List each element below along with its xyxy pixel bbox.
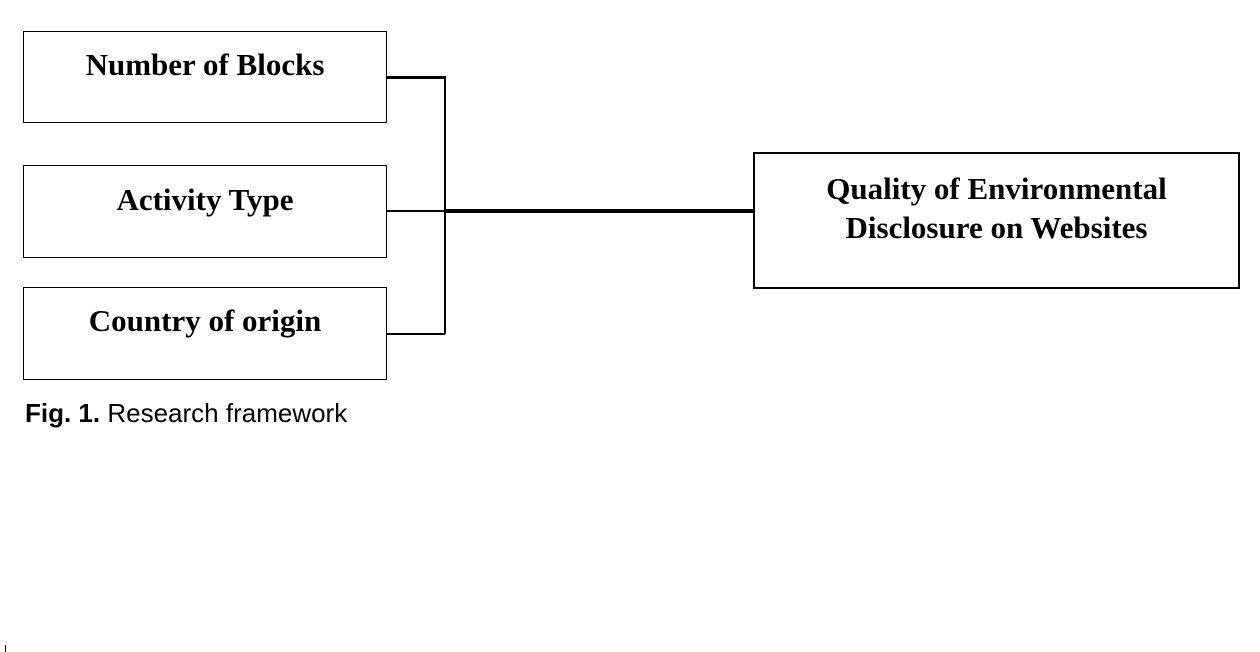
connector-line-country [387,333,445,335]
page-edge-mark [5,645,6,652]
outcome-label-line1: Quality of Environmental [826,171,1167,206]
input-box-activity-type: Activity Type [23,165,387,258]
connector-bracket [444,76,446,334]
connector-line-blocks [387,76,445,79]
input-box-number-of-blocks: Number of Blocks [23,31,387,123]
figure-caption: Fig. 1. Research framework [25,398,347,429]
outcome-label-line2: Disclosure on Websites [845,209,1148,245]
input-label: Number of Blocks [85,47,325,82]
figure-caption-label: Fig. 1. [25,398,101,428]
connector-line-activity [387,210,445,212]
input-label: Activity Type [116,182,294,217]
input-label: Country of origin [88,303,322,338]
input-box-country-of-origin: Country of origin [23,287,387,380]
connector-line-main [444,209,754,213]
outcome-box-quality-of-disclosure: Quality of Environmental Disclosure on W… [753,152,1240,289]
figure-caption-text: Research framework [107,398,348,428]
